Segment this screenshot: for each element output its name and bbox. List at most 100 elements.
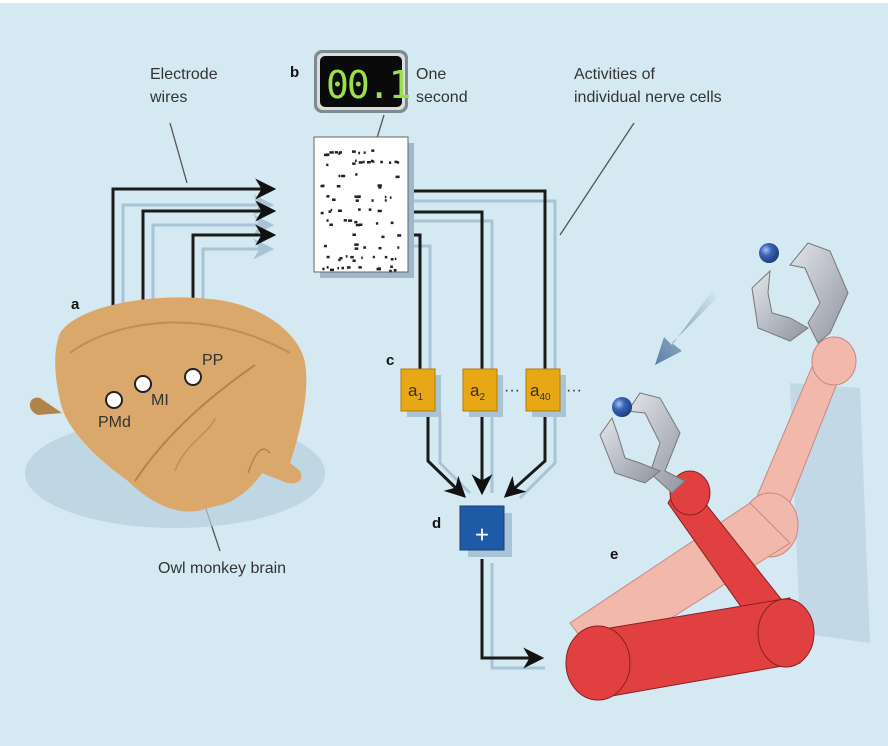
spike-mark (384, 199, 387, 202)
electrode-sites (105, 368, 202, 409)
spike-mark (336, 185, 341, 188)
spike-mark (377, 184, 382, 187)
spike-mark (355, 159, 357, 162)
spike-mark (355, 173, 358, 176)
spike-mark (371, 149, 375, 152)
spike-mark (358, 151, 361, 155)
spike-mark (358, 208, 361, 211)
spike-mark (371, 199, 374, 202)
spike-mark (358, 161, 363, 164)
spike-mark (338, 152, 341, 155)
owl-monkey-brain (25, 297, 325, 528)
spike-mark (330, 208, 333, 212)
spike-mark (372, 160, 375, 163)
spike-mark (363, 151, 366, 154)
spike-mark (375, 222, 379, 225)
spike-mark (390, 265, 393, 268)
panel-label-a: a (71, 296, 80, 313)
summation-box (459, 505, 512, 557)
site-label-pp: PP (202, 352, 223, 369)
spike-mark (352, 162, 356, 165)
spike-mark (380, 160, 383, 164)
spike-mark (396, 161, 400, 164)
ellipsis-1: ··· (504, 382, 520, 399)
spike-mark (354, 247, 359, 250)
spike-mark (354, 243, 359, 246)
spike-mark (376, 267, 381, 271)
spike-mark (354, 220, 358, 224)
spike-mark (377, 209, 382, 213)
bmi-diagram: 00.1 a1 a2 a40 ··· ··· + (25, 50, 870, 701)
spike-mark (345, 255, 348, 258)
spike-mark (326, 163, 329, 167)
spike-mark (378, 186, 382, 189)
spike-mark (343, 219, 347, 222)
spike-mark (341, 174, 346, 178)
spike-mark (372, 255, 375, 259)
electrode-pmd (105, 391, 123, 409)
spike-mark (350, 255, 354, 259)
spike-mark (363, 246, 366, 249)
spike-mark (368, 208, 372, 211)
gripper-active (599, 392, 686, 494)
weight-a2: a2 (470, 381, 485, 403)
spike-mark (329, 151, 334, 154)
panel-label-b: b (290, 64, 299, 81)
spike-mark (393, 269, 397, 272)
label-one-second-1: One (416, 66, 446, 83)
spike-mark (352, 259, 356, 262)
label-activities-2: individual nerve cells (574, 89, 722, 106)
spike-mark (320, 211, 324, 215)
spike-mark (358, 223, 363, 226)
label-activities-1: Activities of (574, 66, 655, 83)
spike-mark (355, 223, 360, 227)
spike-mark (326, 195, 330, 198)
spike-mark (332, 198, 336, 201)
label-electrode-wires-1: Electrode (150, 66, 218, 83)
spike-mark (389, 196, 392, 199)
spike-mark (338, 258, 341, 262)
label-electrode-wires-2: wires (149, 89, 187, 106)
motion-arrow-icon (655, 291, 718, 365)
ellipsis-2: ··· (566, 382, 582, 399)
spike-mark (394, 160, 398, 164)
robot-arm-active (565, 470, 815, 701)
spike-mark (352, 233, 356, 236)
spike-mark (338, 174, 341, 178)
timer-digits: 00.1 (326, 63, 410, 107)
weight-a1: a1 (408, 381, 423, 403)
spike-mark (378, 246, 382, 250)
spike-mark (390, 221, 394, 225)
spike-mark (397, 246, 400, 249)
plus-icon: + (475, 521, 489, 548)
spike-mark (329, 223, 333, 226)
spike-mark (337, 267, 339, 270)
spike-mark (322, 267, 325, 271)
spike-mark (389, 161, 392, 164)
spike-mark (390, 258, 394, 261)
spike-mark (358, 266, 362, 269)
spike-mark (355, 199, 359, 202)
spike-mark (328, 210, 332, 213)
electrode-mi (134, 375, 152, 393)
panel-label-e: e (610, 546, 618, 563)
spike-mark (361, 256, 363, 260)
spike-mark (384, 255, 388, 259)
spike-mark (329, 268, 334, 272)
spike-mark (358, 195, 361, 198)
spike-mark (339, 257, 343, 260)
spike-mark (395, 175, 400, 179)
timer-display: 00.1 (314, 50, 412, 113)
spike-mark (326, 266, 329, 269)
spike-mark (384, 195, 387, 199)
spike-mark (367, 161, 371, 164)
spike-mark (381, 235, 385, 239)
site-label-mi: MI (151, 392, 169, 409)
panel-label-c: c (386, 352, 394, 369)
gripper-ghost (751, 242, 849, 344)
spike-mark (370, 159, 374, 163)
spike-mark (326, 219, 329, 222)
output-wire (480, 559, 545, 669)
weight-boxes (400, 368, 566, 417)
spike-mark (326, 255, 330, 259)
